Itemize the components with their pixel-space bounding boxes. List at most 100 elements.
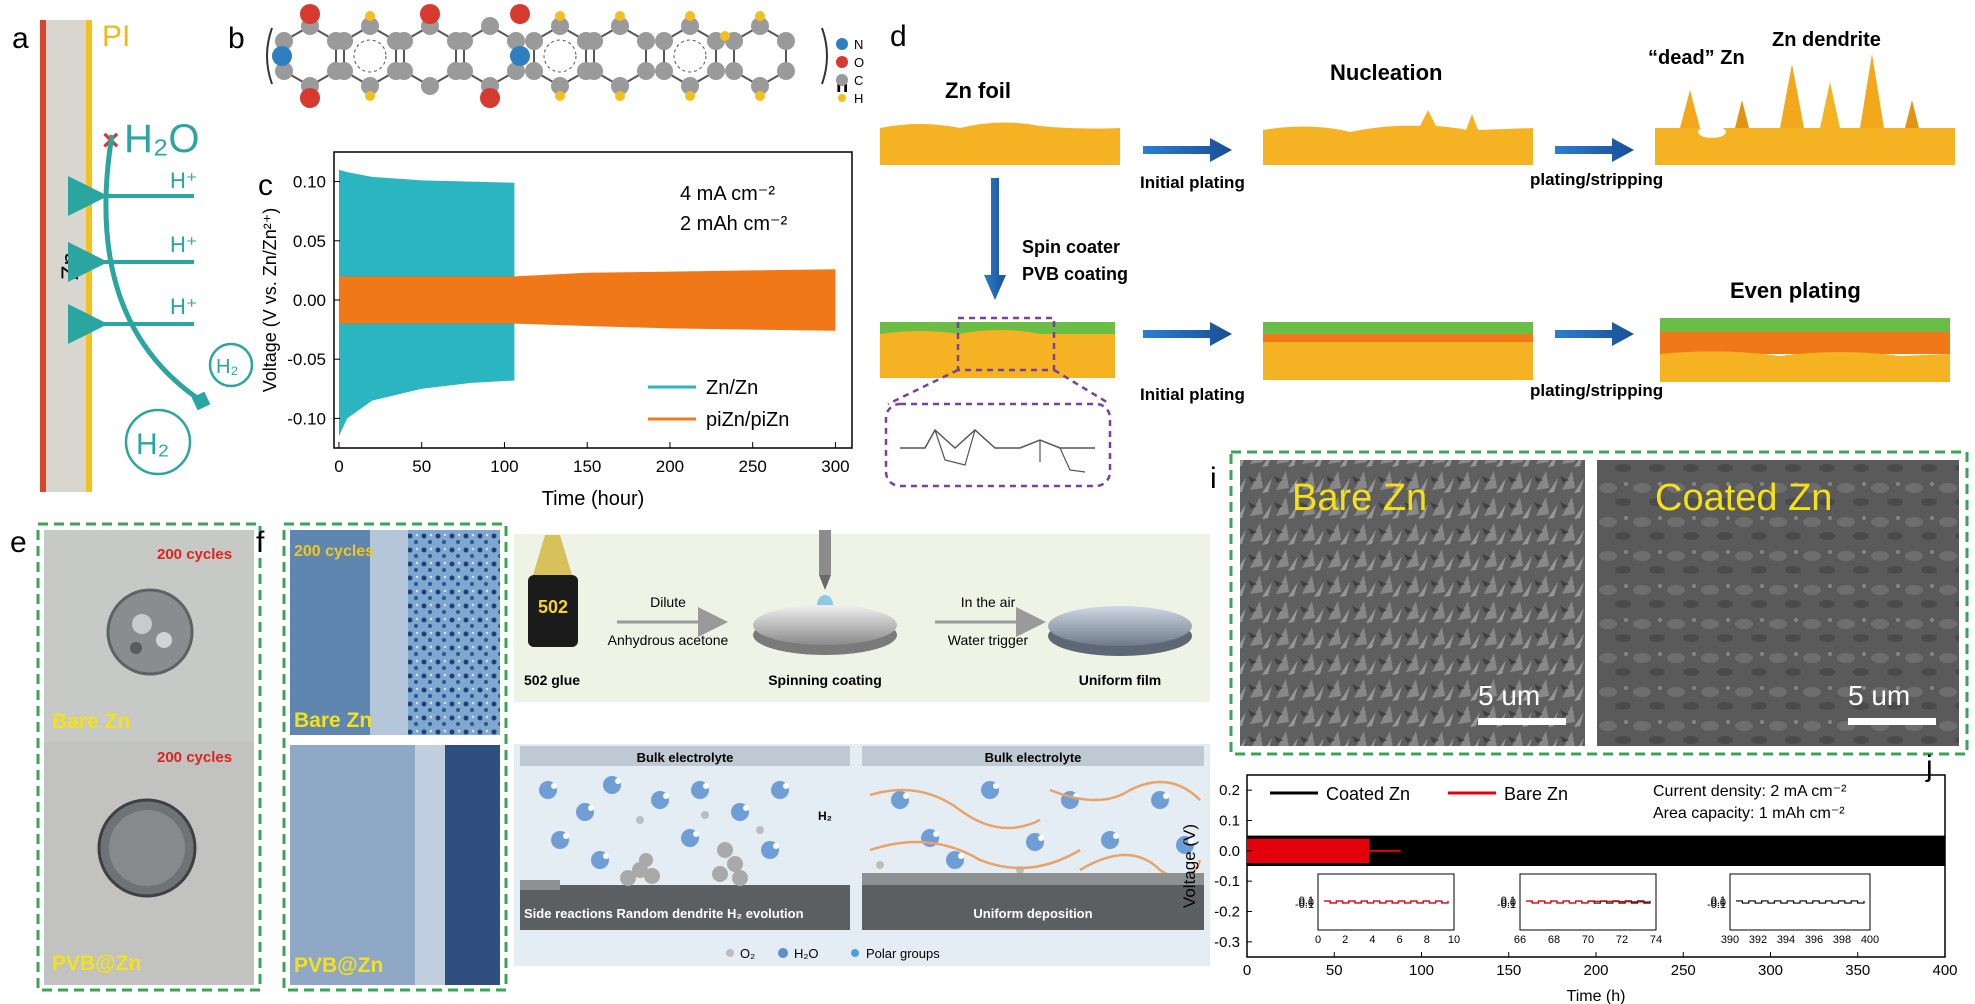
- panel-f-frame: [282, 522, 508, 992]
- x-tick-label: 150: [1496, 962, 1521, 979]
- carbon-atom: [525, 32, 544, 50]
- x-tick-label: 50: [412, 457, 431, 476]
- y-tick-label: 0.2: [1219, 782, 1240, 799]
- e-bare-label: Bare Zn: [52, 710, 130, 733]
- h-legend: O₂ H₂O Polar groups: [726, 946, 940, 961]
- carbon-atom: [751, 77, 769, 95]
- x-tick-label: 250: [1671, 962, 1696, 979]
- zn-foil-nucleation: [1263, 110, 1533, 150]
- sem-coated-label: Coated Zn: [1655, 477, 1832, 519]
- carbon-atom: [655, 32, 674, 50]
- h2o-highlight: [588, 805, 594, 811]
- inset-x-label: 70: [1582, 934, 1594, 946]
- zn-foil-coated: [880, 330, 1115, 378]
- y-tick-label: 0.0: [1219, 843, 1240, 860]
- inset-y-label: 0.1: [1711, 895, 1726, 907]
- plot-c-annotation-2: 2 mAh cm⁻²: [680, 213, 788, 235]
- x-tick-label: 0: [334, 457, 343, 476]
- spin-nozzle: [819, 530, 831, 575]
- arrow-initial-plating-top: [1143, 138, 1232, 162]
- oxygen-atom: [420, 4, 440, 24]
- h2o-highlight: [703, 783, 709, 789]
- zn-foil-top-base: [880, 150, 1120, 165]
- panel-letter-b: b: [228, 22, 245, 55]
- h2o-highlight: [773, 843, 779, 849]
- plot-c-xlabel: Time (hour): [542, 488, 645, 510]
- bare-zn-disk: [106, 588, 194, 676]
- panel-h-background: [514, 744, 1210, 966]
- carbon-atom: [681, 77, 699, 95]
- label-dead-zn: “dead” Zn: [1648, 47, 1745, 69]
- pvb-layer-1: [880, 322, 1115, 334]
- plot-c-annotation-1: 4 mA cm⁻²: [680, 183, 775, 205]
- pvb-ring: [934, 429, 976, 466]
- y-tick-label: -0.2: [1214, 904, 1240, 921]
- x-tick-label: 100: [1409, 962, 1434, 979]
- glue-bottle-label: 502: [538, 597, 568, 617]
- x-tick-label: 0: [1243, 962, 1251, 979]
- label-502-glue: 502 glue: [524, 672, 580, 688]
- inset-x-label: 72: [1616, 934, 1628, 946]
- pvb-structure-box: [884, 402, 1112, 488]
- inset-y-label: 0.0: [1711, 897, 1726, 909]
- zn-dendrites: [1680, 54, 1919, 138]
- label-spinning: Spinning coating: [768, 672, 882, 688]
- panel-letter-e: e: [10, 526, 27, 559]
- hydrogen-atom: [615, 91, 625, 101]
- pvb-layer-2: [1263, 322, 1533, 334]
- pvb-structure-chain: [900, 428, 1095, 450]
- hydrogen-atom: [365, 91, 375, 101]
- y-tick-label: -0.05: [287, 350, 326, 369]
- legend-n: N: [854, 37, 863, 52]
- h2o-highlight: [693, 831, 699, 837]
- oxygen-atom: [480, 88, 500, 108]
- legend-n-dot: [836, 38, 848, 50]
- inset-x-label: 66: [1514, 934, 1526, 946]
- carbon-atom: [611, 77, 629, 95]
- panel-h: h Bulk electrolyte Bulk electrolyte H₂ S…: [514, 744, 1210, 966]
- zn-surface-step: [520, 880, 560, 890]
- oxygen-atom: [300, 88, 320, 108]
- hydrogen-atom: [685, 91, 695, 101]
- legend-coated-label: Coated Zn: [1326, 784, 1410, 804]
- carbon-atom: [655, 62, 674, 80]
- legend-o2: O₂: [740, 946, 755, 961]
- inset-y-label: -0.1: [1295, 899, 1314, 911]
- legend-o-dot: [836, 56, 848, 68]
- hydrogen-atom: [685, 11, 695, 21]
- plot-c-series: [338, 169, 836, 437]
- side-reaction-label: Side reactions Random dendrite H₂ evolut…: [524, 906, 804, 921]
- water-molecules: [539, 776, 1194, 874]
- bulk-bar-left: [520, 746, 850, 766]
- hydrogen-atom: [555, 91, 565, 101]
- inset-y-label: 0.1: [1501, 895, 1516, 907]
- uniform-deposit-layer: [862, 873, 1204, 885]
- legend-h-dot: [838, 94, 846, 102]
- hplus-label-2: H⁺: [170, 232, 198, 257]
- f-cycles: 200 cycles: [294, 543, 374, 560]
- inset-x-label: 8: [1424, 934, 1430, 946]
- hydrogen-atom: [555, 11, 565, 21]
- arrow-head-icon: [191, 391, 211, 411]
- carbon-atom: [335, 32, 354, 50]
- panel-b: b n N O C H: [228, 4, 864, 108]
- carbon-atom: [636, 32, 655, 50]
- plot-j-series: [1247, 835, 1945, 866]
- carbon-atom: [361, 77, 379, 95]
- aromatic-ring: [543, 39, 577, 73]
- sem-bare-label: Bare Zn: [1292, 477, 1427, 519]
- zn-substrate-left: [520, 885, 850, 930]
- label-dilute: Dilute: [650, 594, 686, 610]
- h2o-highlight: [615, 778, 621, 784]
- panel-f: f 200 cycles Bare Zn PVB@Zn: [256, 522, 508, 992]
- legend-c-dot: [836, 74, 848, 86]
- panel-letter-d: d: [890, 20, 907, 53]
- label-plating-stripping-bottom: plating/stripping: [1530, 381, 1663, 400]
- label-in-air: In the air: [961, 594, 1016, 610]
- inset-x-label: 4: [1369, 934, 1375, 946]
- inset-bare-trace: [1324, 900, 1449, 904]
- pvb-layer-3: [1660, 318, 1950, 332]
- o2-molecule: [876, 861, 884, 869]
- nitrogen-atom: [272, 46, 292, 66]
- label-plating-stripping-top: plating/stripping: [1530, 170, 1663, 189]
